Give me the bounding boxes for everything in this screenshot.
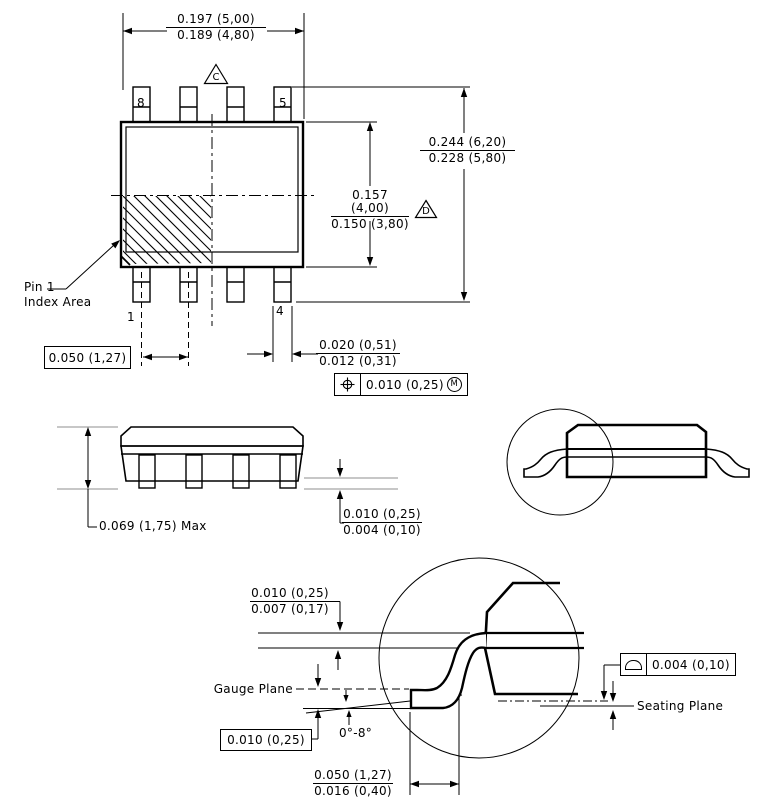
dim-body-width: 0.197 (5,00) 0.189 (4,80) (166, 13, 266, 42)
pin1-note-line2: Index Area (24, 295, 92, 309)
seating-plane-label: Seating Plane (637, 699, 724, 713)
datum-feature-c: C (203, 63, 229, 85)
dim-gauge-offset-box: 0.010 (0,25) (220, 729, 312, 751)
dim-lead-width: 0.020 (0,51) 0.012 (0,31) (316, 339, 400, 368)
detail-dimensions (310, 601, 620, 795)
dim-pitch-box: 0.050 (1,27) (44, 346, 131, 369)
position-tolerance-value: 0.010 (0,25) M (361, 374, 467, 395)
arrowheads (84, 27, 617, 788)
dim-foot-length: 0.050 (1,27) 0.016 (0,40) (313, 768, 393, 798)
detail-lead (409, 631, 487, 710)
side-body (120, 445, 304, 482)
top-view (47, 13, 470, 366)
dim-standoff: 0.010 (0,25) 0.004 (0,10) (342, 507, 422, 537)
position-tolerance-frame: 0.010 (0,25) M (334, 373, 468, 396)
side-leads (138, 454, 297, 489)
centerlines (111, 114, 317, 366)
side-view-dimensions (87, 436, 344, 528)
lead-angle-label: 0°-8° (339, 726, 373, 740)
detail-magnifier-circle (378, 557, 580, 759)
dim-body-length: 0.157 (4,00) 0.150 (3,80) (331, 188, 409, 231)
end-view (506, 408, 750, 516)
dim-lead-span: 0.244 (6,20) 0.228 (5,80) (420, 136, 515, 165)
position-symbol-icon (335, 374, 361, 395)
pin-number-4: 4 (276, 304, 284, 318)
side-body-lid (120, 426, 304, 447)
mmc-modifier: M (446, 377, 462, 392)
end-lead-right (705, 448, 750, 478)
gauge-plane-label: Gauge Plane (213, 682, 293, 696)
pin-number-5: 5 (279, 96, 287, 110)
datum-triangle-icon (414, 199, 438, 219)
side-view (57, 426, 398, 528)
datum-feature-d: D (414, 199, 438, 219)
side-view-extension-lines (57, 426, 398, 490)
end-lead-left (523, 448, 568, 478)
flatness-symbol-icon (621, 654, 647, 675)
pin1-note-line1: Pin 1 (24, 280, 55, 294)
top-view-dimensions (47, 13, 470, 362)
datum-triangle-icon (203, 63, 229, 85)
end-body (565, 423, 708, 479)
dim-lead-thickness: 0.010 (0,25) 0.007 (0,17) (250, 586, 330, 616)
detail-callout-circle (506, 408, 614, 516)
detail-body (483, 581, 578, 696)
flatness-tolerance-value: 0.004 (0,10) (652, 657, 730, 672)
pin-number-1: 1 (127, 310, 135, 324)
dim-package-height: 0.069 (1,75) Max (99, 519, 207, 533)
detail-thin-lines (258, 632, 634, 714)
pin-number-8: 8 (137, 96, 145, 110)
flatness-tolerance-frame: 0.004 (0,10) (620, 653, 736, 676)
pin1-index-hatch (123, 196, 211, 264)
detail-view (258, 557, 634, 795)
